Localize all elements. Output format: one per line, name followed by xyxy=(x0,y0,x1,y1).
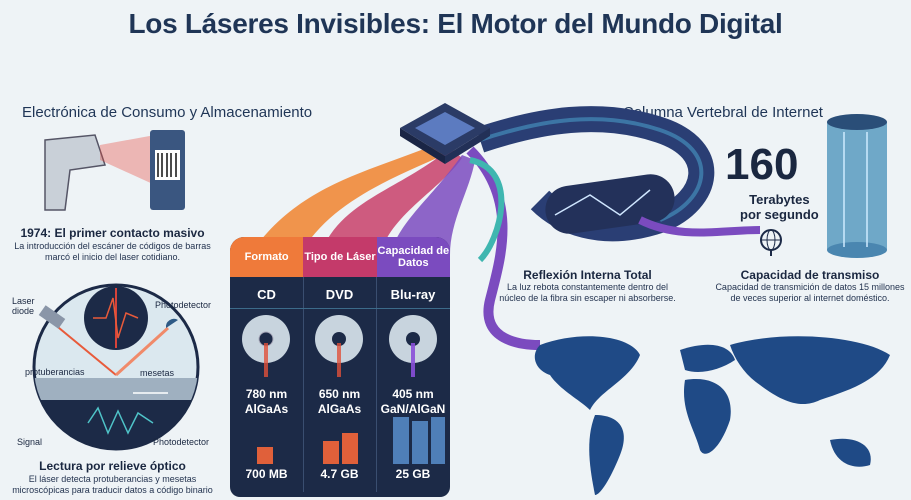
label-mesetas: mesetas xyxy=(140,368,175,378)
cd-material: AlGaAs xyxy=(244,402,289,416)
label-signal: Signal xyxy=(17,437,43,447)
section-heading-consumer: Electrónica de Consumo y Almacenamiento xyxy=(22,104,313,121)
cd-disc-icon xyxy=(242,315,290,377)
reading-desc-2: microscópicas para traducir datos a códi… xyxy=(12,485,213,495)
label-diode: diode xyxy=(12,306,35,316)
format-dvd: DVD xyxy=(303,287,376,309)
bluray-capacity: 25 GB xyxy=(395,467,431,481)
format-bluray: Blu-ray xyxy=(376,287,450,309)
dvd-wavelength: 650 nm xyxy=(318,387,361,401)
bluray-wavelength: 405 nm xyxy=(392,387,434,401)
scanner-desc-1: La introducción del escáner de códigos d… xyxy=(14,241,211,251)
bluray-disc-icon xyxy=(388,315,437,377)
label-photodetector-top: Photodetector xyxy=(155,300,212,310)
capacity-caption: Capacidad de transmiso xyxy=(740,268,880,282)
format-cd: CD xyxy=(230,287,303,309)
microchip-icon xyxy=(400,103,490,164)
scanner-caption: 1974: El primer contacto masivo xyxy=(20,226,205,240)
header-format: Formato xyxy=(230,237,304,277)
dvd-disc-icon xyxy=(315,315,363,377)
fiber-desc-1: La luz rebota constantemente dentro del xyxy=(506,282,669,292)
optical-media-table: Formato Tipo de Láser Capacidad de Datos… xyxy=(230,237,450,497)
scanner-desc-2: marcó el inicio del laser cotidiano. xyxy=(44,252,181,262)
bluray-material: GaN/AlGaN xyxy=(380,402,446,416)
label-laser: Laser xyxy=(12,296,35,306)
header-laser-type: Tipo de Láser xyxy=(303,237,377,277)
speed-value: 160 xyxy=(725,140,799,189)
capacity-desc-1: Capacidad de transmición de datos 15 mil… xyxy=(715,282,905,292)
fiber-caption: Reflexión Interna Total xyxy=(523,268,652,282)
dvd-material: AlGaAs xyxy=(317,402,362,416)
table-header: Formato Tipo de Láser Capacidad de Datos xyxy=(230,237,450,277)
fiber-desc-2: núcleo de la fibra sin escaper ni absorb… xyxy=(499,293,676,303)
header-capacity: Capacidad de Datos xyxy=(376,237,450,277)
globe-icon xyxy=(760,229,782,256)
speed-unit-1: Terabytes xyxy=(749,192,810,207)
label-photodetector-bottom: Photodetector xyxy=(153,437,210,447)
page-title: Los Láseres Invisibles: El Motor del Mun… xyxy=(128,8,783,39)
world-map-illustration xyxy=(534,336,890,495)
optical-reading-diagram xyxy=(32,283,200,451)
reading-caption: Lectura por relieve óptico xyxy=(39,459,186,473)
fiber-cylinder-illustration xyxy=(827,114,887,258)
label-protuberancias: protuberancias xyxy=(25,367,85,377)
capacity-bars-icon xyxy=(257,417,445,464)
speed-unit-2: por segundo xyxy=(740,207,819,222)
cd-wavelength: 780 nm xyxy=(245,387,288,401)
cd-capacity: 700 MB xyxy=(245,467,288,481)
capacity-desc-2: de veces superior al internet doméstico. xyxy=(730,293,890,303)
dvd-capacity: 4.7 GB xyxy=(320,467,359,481)
reading-desc-1: El láser detecta protuberancias y meseta… xyxy=(28,474,197,484)
barcode-scanner-illustration xyxy=(44,130,185,211)
